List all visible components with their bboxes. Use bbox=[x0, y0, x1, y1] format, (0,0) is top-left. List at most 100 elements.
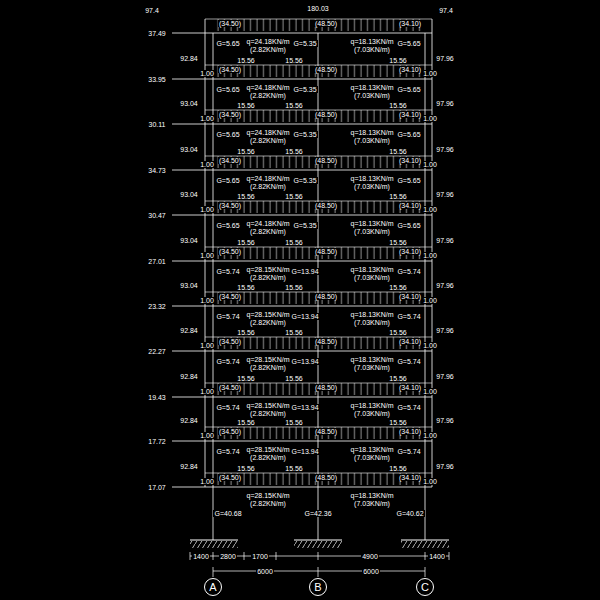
line-load: q=28.15KN/m bbox=[246, 311, 291, 318]
load-factor: 1.00 bbox=[422, 432, 438, 439]
load-factor: 1.00 bbox=[199, 388, 215, 395]
load-value: 15.56 bbox=[284, 465, 304, 472]
line-load: (7.03KN/m) bbox=[353, 228, 391, 235]
load-value: 93.04 bbox=[179, 191, 199, 198]
point-load: G=5.74 bbox=[396, 268, 421, 275]
line-load: (2.82KN/m) bbox=[249, 410, 287, 417]
load-value: 15.56 bbox=[236, 419, 256, 426]
load-factor: 1.00 bbox=[199, 115, 215, 122]
line-load: q=24.18KN/m bbox=[246, 175, 291, 182]
load-factor: 1.00 bbox=[422, 115, 438, 122]
dimension: 4900 bbox=[361, 553, 379, 560]
line-load: q=18.13KN/m bbox=[350, 38, 395, 45]
point-load: G=5.65 bbox=[396, 86, 421, 93]
dimension: 1400 bbox=[428, 553, 446, 560]
line-load: q=24.18KN/m bbox=[246, 84, 291, 91]
dimension: 1700 bbox=[251, 553, 269, 560]
line-load: q=24.18KN/m bbox=[246, 220, 291, 227]
load-value: 15.56 bbox=[284, 57, 304, 64]
load-value: (34.10) bbox=[398, 474, 422, 481]
axis-letter: A bbox=[209, 582, 216, 593]
line-load: (7.03KN/m) bbox=[353, 137, 391, 144]
load-value: 15.56 bbox=[236, 102, 256, 109]
load-value: 97.96 bbox=[435, 417, 455, 424]
load-value: 15.56 bbox=[284, 284, 304, 291]
load-value: 15.56 bbox=[388, 419, 408, 426]
load-value: (34.10) bbox=[398, 248, 422, 255]
point-load: G=5.74 bbox=[396, 313, 421, 320]
point-load: G=5.65 bbox=[396, 40, 421, 47]
load-factor: 1.00 bbox=[422, 342, 438, 349]
load-value: (34.10) bbox=[398, 111, 422, 118]
load-value: (34.10) bbox=[398, 384, 422, 391]
line-load: (2.82KN/m) bbox=[249, 500, 287, 507]
load-value: 93.04 bbox=[179, 100, 199, 107]
load-value: (34.50) bbox=[218, 474, 242, 481]
line-load: (7.03KN/m) bbox=[353, 92, 391, 99]
load-value: 15.56 bbox=[388, 102, 408, 109]
load-value: (48.50) bbox=[314, 293, 338, 300]
level-label: 17.72 bbox=[147, 438, 167, 445]
load-value: 15.56 bbox=[284, 148, 304, 155]
load-value: (34.50) bbox=[218, 20, 242, 27]
line-load: q=28.15KN/m bbox=[246, 266, 291, 273]
load-value: 97.96 bbox=[435, 327, 455, 334]
point-load: G=5.65 bbox=[396, 177, 421, 184]
load-value: (34.50) bbox=[218, 157, 242, 164]
load-value: (48.50) bbox=[314, 202, 338, 209]
line-load: q=18.13KN/m bbox=[350, 84, 395, 91]
line-load: (2.82KN/m) bbox=[249, 46, 287, 53]
load-value: (34.50) bbox=[218, 202, 242, 209]
point-load: G=5.65 bbox=[215, 40, 240, 47]
axis-bubble: C bbox=[416, 578, 434, 596]
load-value: (34.10) bbox=[398, 202, 422, 209]
line-load: (2.82KN/m) bbox=[249, 364, 287, 371]
point-load: G=5.74 bbox=[396, 448, 421, 455]
load-value: (34.10) bbox=[398, 157, 422, 164]
line-load: q=18.13KN/m bbox=[350, 446, 395, 453]
line-load: q=18.13KN/m bbox=[350, 356, 395, 363]
load-value: 15.56 bbox=[388, 375, 408, 382]
point-load: G=40.62 bbox=[395, 510, 424, 517]
load-factor: 1.00 bbox=[199, 252, 215, 259]
point-load: G=13.94 bbox=[290, 404, 319, 411]
load-value: (34.50) bbox=[218, 338, 242, 345]
load-value: 97.96 bbox=[435, 237, 455, 244]
load-factor: 1.00 bbox=[199, 478, 215, 485]
load-value: 15.56 bbox=[236, 239, 256, 246]
load-value: (48.50) bbox=[314, 66, 338, 73]
load-value: 97.96 bbox=[435, 463, 455, 470]
load-value: (34.50) bbox=[218, 293, 242, 300]
dimension: 6000 bbox=[362, 568, 380, 575]
load-value: 97.96 bbox=[435, 100, 455, 107]
load-factor: 1.00 bbox=[199, 70, 215, 77]
load-value: (48.50) bbox=[314, 20, 338, 27]
line-load: q=28.15KN/m bbox=[246, 492, 291, 499]
point-load: G=5.74 bbox=[215, 268, 240, 275]
point-load: G=5.74 bbox=[215, 404, 240, 411]
point-load: G=5.35 bbox=[292, 131, 317, 138]
load-value: (34.50) bbox=[218, 248, 242, 255]
load-value: 15.56 bbox=[388, 329, 408, 336]
load-value: (34.50) bbox=[218, 66, 242, 73]
point-load: G=5.35 bbox=[292, 222, 317, 229]
line-load: (7.03KN/m) bbox=[353, 410, 391, 417]
line-load: (2.82KN/m) bbox=[249, 183, 287, 190]
axis-letter: B bbox=[314, 582, 321, 593]
line-load: (7.03KN/m) bbox=[353, 364, 391, 371]
load-factor: 1.00 bbox=[199, 297, 215, 304]
point-load: G=5.35 bbox=[292, 177, 317, 184]
point-load: G=5.65 bbox=[215, 177, 240, 184]
axis-bubble: A bbox=[204, 578, 222, 596]
load-value: 93.04 bbox=[179, 146, 199, 153]
load-value: (48.50) bbox=[314, 111, 338, 118]
load-value: (34.50) bbox=[218, 384, 242, 391]
point-load: G=13.94 bbox=[290, 448, 319, 455]
point-load: G=42.36 bbox=[303, 510, 332, 517]
load-value: (48.50) bbox=[314, 474, 338, 481]
elevation-label: 180.03 bbox=[306, 5, 329, 12]
load-value: 92.84 bbox=[179, 463, 199, 470]
level-label: 34.73 bbox=[147, 167, 167, 174]
point-load: G=5.65 bbox=[215, 222, 240, 229]
load-value: (48.50) bbox=[314, 248, 338, 255]
